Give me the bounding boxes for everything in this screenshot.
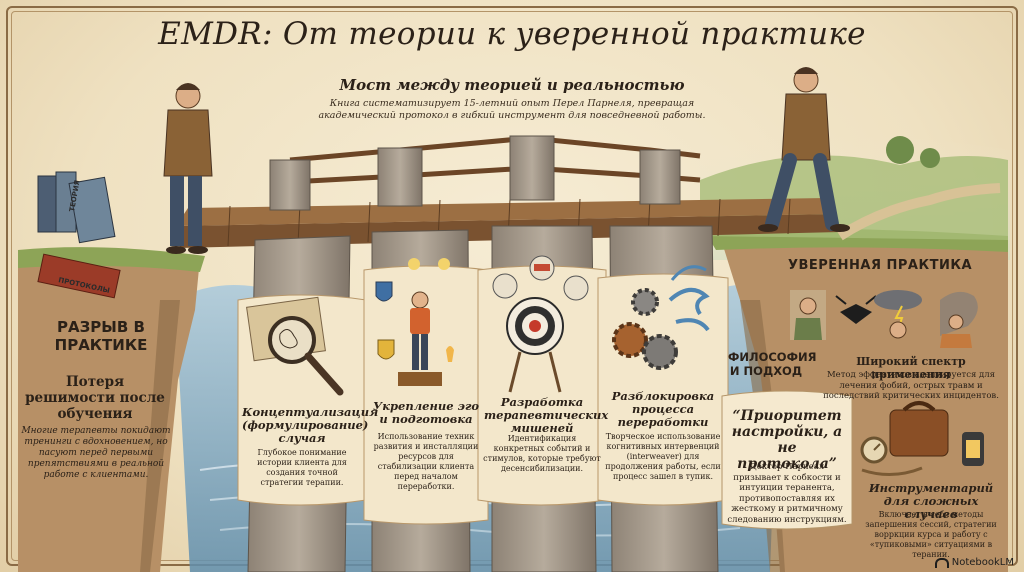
pillar-3-description: Идентификация конкретных событий и стиму… [483,434,601,473]
gap-subheading: Потеря решимости после обучения [25,374,165,422]
gears-icon [612,265,710,370]
page-title: EMDR: От теории к уверенной практике [158,16,866,52]
tools-description: Включает в себя методы запершения сессий… [865,510,997,559]
pillar-2-description: Использование техник развития и инсталля… [373,432,479,491]
brand-label: NotebookLM [951,557,1014,568]
target-icon [492,255,589,393]
quote-description: Доктор Парнеал призывает к собкости и ин… [727,462,847,525]
worried-therapist-figure [163,83,213,254]
ego-strength-icon [375,258,454,386]
pillar-4-title: Разблокировка процесса переработки [611,389,715,429]
tools-heading: Инструментарий для сложных случаев [868,481,994,521]
pillar-1-description: Глубокое понимание истории клиента для с… [257,448,347,487]
gap-description: Многие терапевты покидают тренинги с вдо… [21,426,171,480]
spectrum-heading: Широкий спектр применения [856,355,966,381]
gap-heading: РАЗРЫВ В ПРАКТИКЕ [54,318,148,354]
notebooklm-logo-icon [934,557,949,568]
page-subtitle: Мост между теорией и реальностью [339,76,685,94]
quote-scroll [721,390,853,530]
page-description: Книга систематизирует 15-летний опыт Пер… [318,98,706,121]
confident-heading: УВЕРЕННАЯ ПРАКТИКА [787,258,973,273]
theory-books [37,171,121,299]
pillar-1-title: Концептуализация (формулирование) случая [242,405,379,445]
quote-text: “Приоритет настройки, а не протокола” [731,408,843,472]
notebooklm-watermark: NotebookLM [934,557,1014,568]
pillar-4-description: Творческое использование когнитивных инт… [605,432,721,481]
confident-therapist-figure [758,67,850,232]
philosophy-heading: ФИЛОСОФИЯ И ПОДХОД [728,350,817,378]
application-vignettes [790,290,978,348]
tools-illustration [860,401,984,476]
spectrum-description: Метод эффективов адаптируется для лечени… [823,370,999,401]
pillar-2-title: Укрепление эго и подготовка [372,399,480,426]
pillar-3-title: Разработка терапевтических мишеней [484,395,609,435]
map-magnifier-icon [246,296,344,396]
